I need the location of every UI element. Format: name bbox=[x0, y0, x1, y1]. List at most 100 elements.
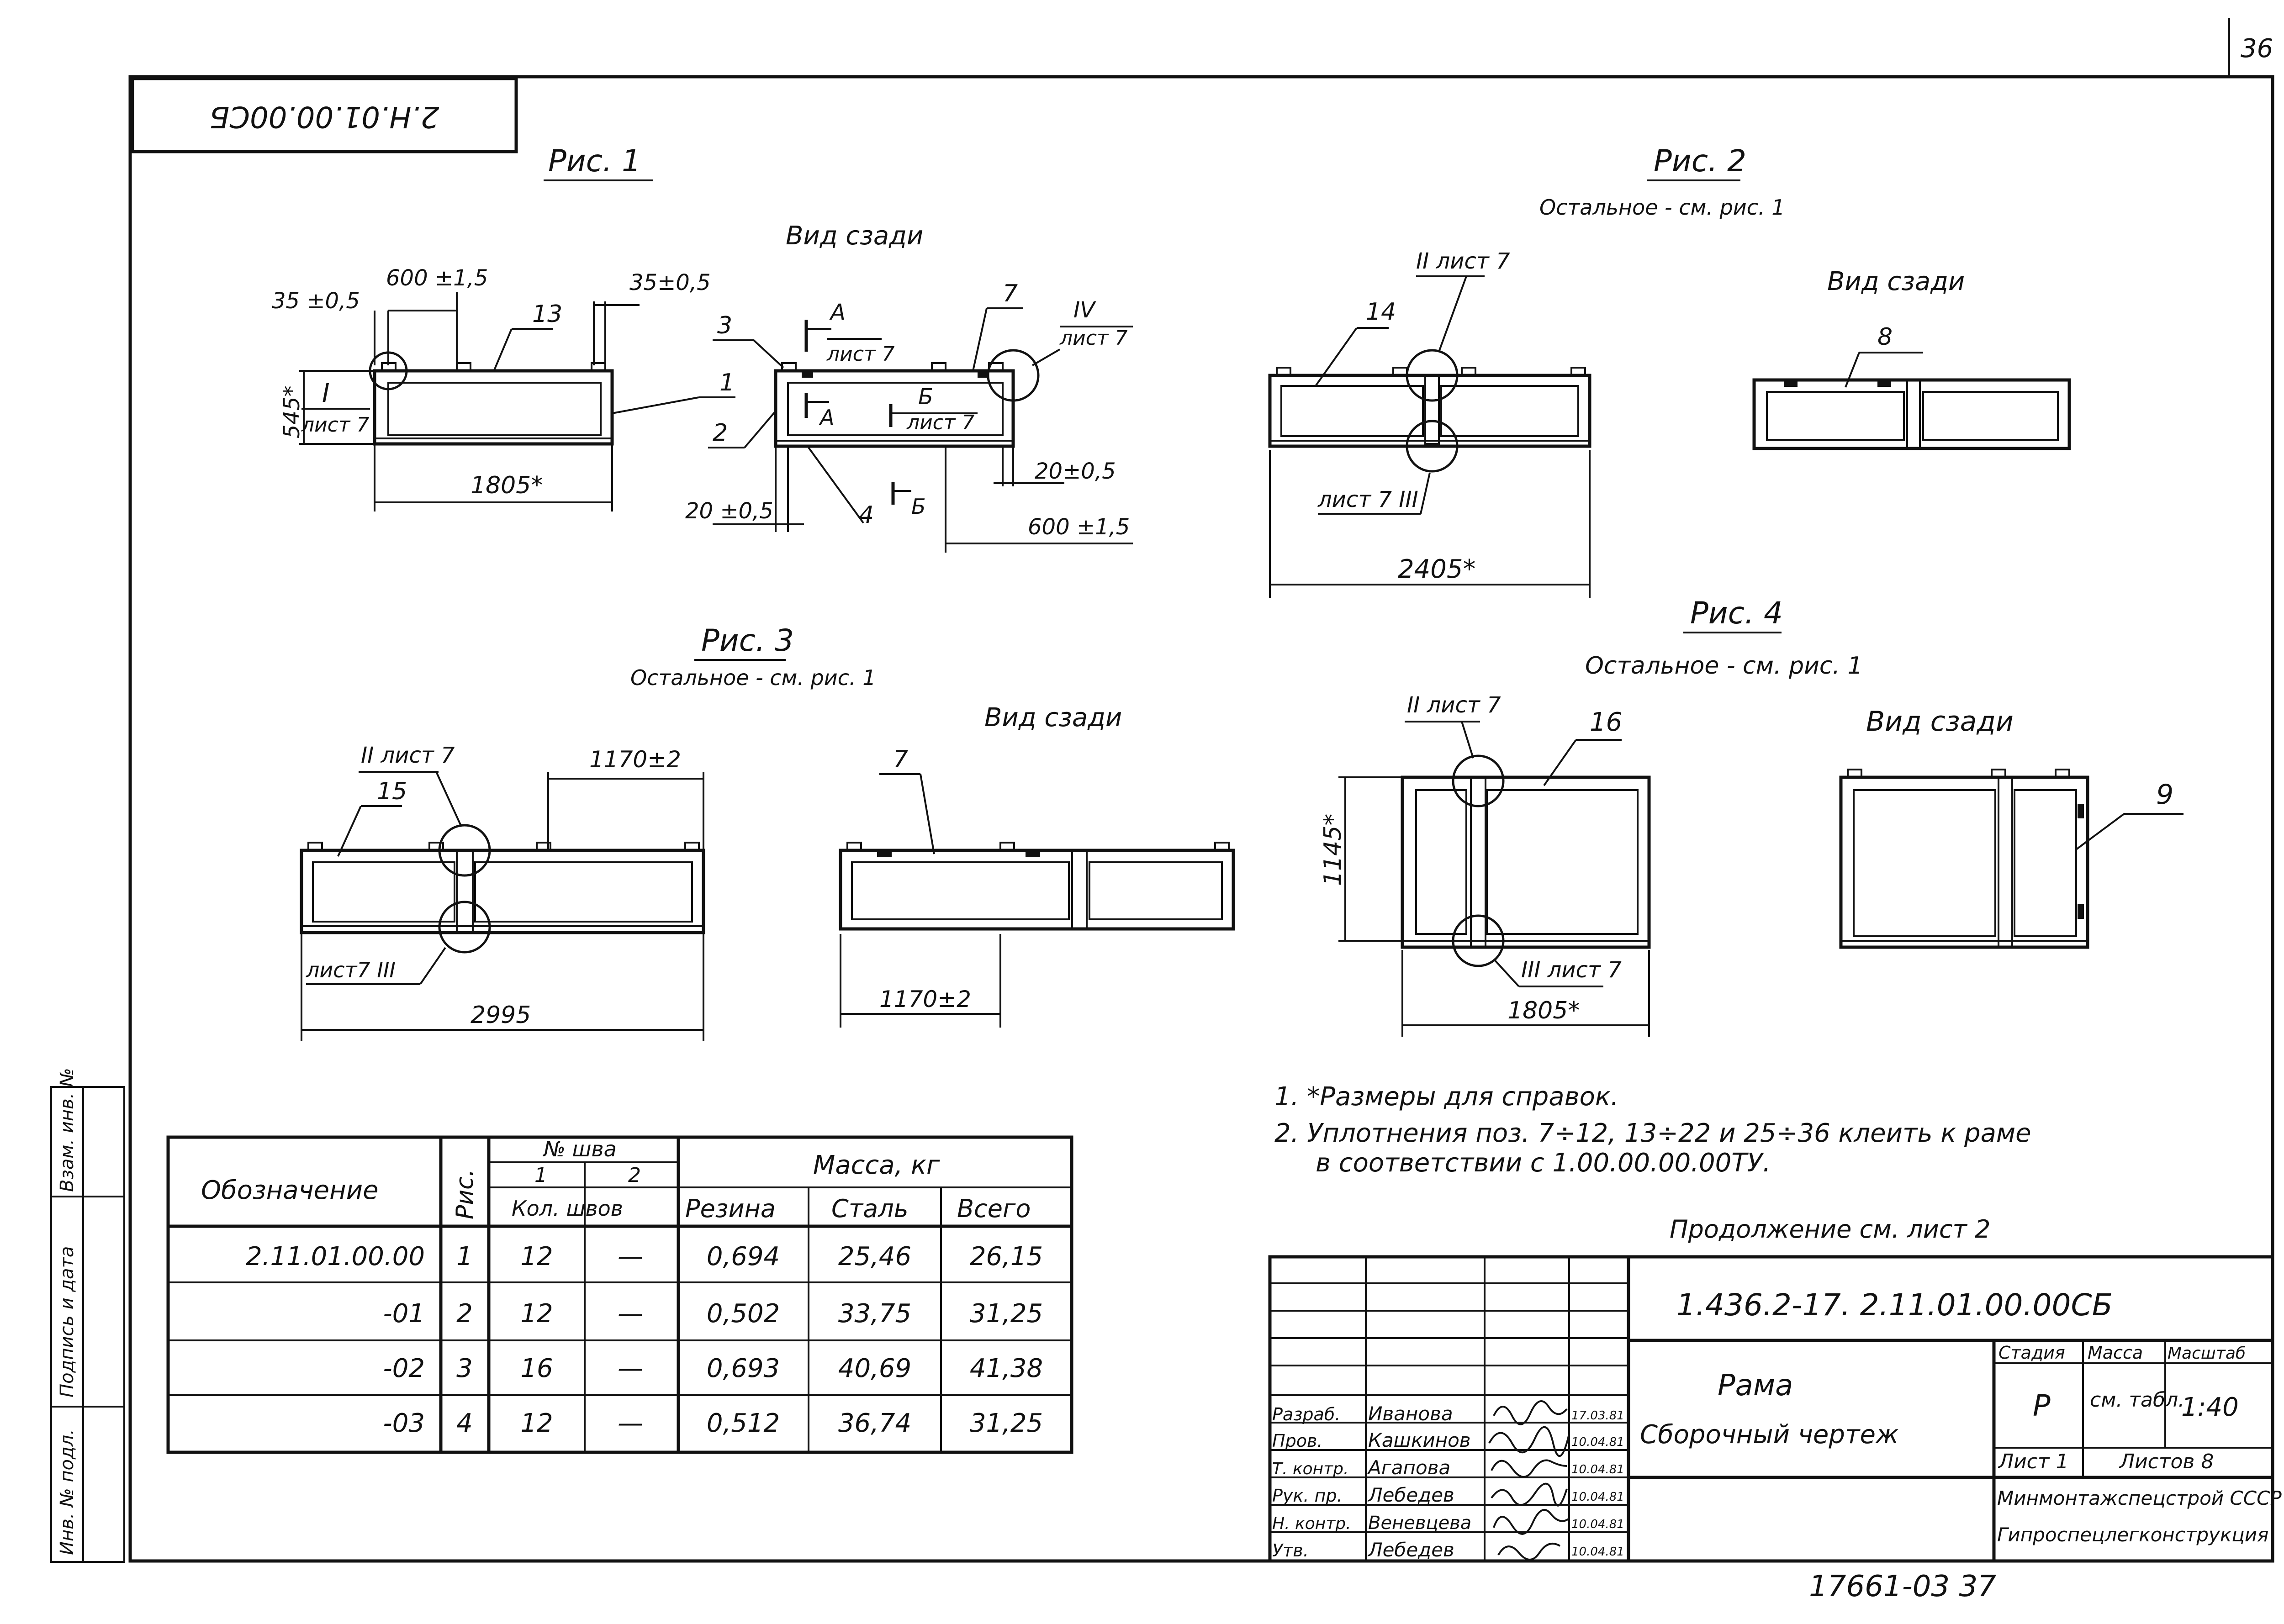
row1-rubber: 0,694 bbox=[707, 1242, 780, 1271]
fig4-frame-front bbox=[1401, 754, 1651, 967]
fig3-subtitle: Остальное - см. рис. 1 bbox=[630, 665, 876, 690]
row4-steel: 36,74 bbox=[838, 1408, 911, 1438]
row1-fig: 1 bbox=[456, 1242, 473, 1271]
fig1-title: Рис. 1 bbox=[548, 143, 641, 179]
fig1-node-IV-sheet: лист 7 bbox=[1059, 327, 1128, 350]
title-mass-label: Масса bbox=[2088, 1343, 2143, 1363]
signer-role: Пров. bbox=[1272, 1431, 1322, 1451]
fig2-title: Рис. 2 bbox=[1654, 143, 1746, 179]
fig3-bottom-ref: лист7 III bbox=[306, 958, 396, 982]
row4-total: 31,25 bbox=[970, 1408, 1043, 1438]
signer-role: Разраб. bbox=[1272, 1404, 1340, 1424]
table-col-weld-count: Кол. швов bbox=[512, 1196, 623, 1221]
row3-rubber: 0,693 bbox=[707, 1354, 780, 1383]
table-col-total: Всего bbox=[957, 1194, 1031, 1223]
row3-w2: — bbox=[618, 1354, 643, 1383]
fig3-top-ref: II лист 7 bbox=[361, 743, 455, 768]
row2-w2: — bbox=[618, 1299, 643, 1329]
signer-role: Т. контр. bbox=[1272, 1460, 1348, 1478]
fig1-dim-600-right: 600 ±1,5 bbox=[1028, 514, 1130, 540]
table-row: -03 4 12 — 0,512 36,74 31,25 bbox=[383, 1408, 1043, 1438]
fig3-frame-front bbox=[300, 824, 705, 954]
fig1-dim-1805: 1805* bbox=[471, 472, 543, 499]
row1-designation: 2.11.01.00.00 bbox=[246, 1242, 425, 1271]
fig1-callout-3: 3 bbox=[717, 312, 732, 339]
fig1-callout-2: 2 bbox=[713, 419, 728, 447]
row4-w1: 12 bbox=[520, 1408, 553, 1438]
fig4-dim-1805: 1805* bbox=[1507, 997, 1580, 1024]
title-block: 1.436.2-17. 2.11.01.00.00СБ Рама Сборочн… bbox=[1268, 1255, 2282, 1563]
title-mass: см. табл. bbox=[2090, 1388, 2184, 1412]
signer-name: Лебедев bbox=[1367, 1539, 1454, 1561]
row1-steel: 25,46 bbox=[838, 1242, 911, 1271]
row2-fig: 2 bbox=[456, 1299, 473, 1329]
fig1-section-B: Б bbox=[918, 384, 933, 410]
fig2-frame-front bbox=[1268, 349, 1591, 473]
fig2-bottom-ref: лист 7 III bbox=[1317, 487, 1418, 512]
note-1: 1. *Размеры для справок. bbox=[1274, 1082, 1619, 1112]
signer-date: 10.04.81 bbox=[1571, 1545, 1624, 1559]
title-org1: Минмонтажспецстрой СССР bbox=[1997, 1487, 2282, 1509]
row1-total: 26,15 bbox=[970, 1242, 1043, 1271]
row3-total: 41,38 bbox=[970, 1354, 1043, 1383]
fig4-subtitle: Остальное - см. рис. 1 bbox=[1585, 652, 1863, 680]
sheet-frame: 36 2.Н.01.00.00СБ bbox=[128, 18, 2274, 1563]
fig2-callout-14: 14 bbox=[1366, 298, 1396, 326]
signer-role: Утв. bbox=[1272, 1540, 1309, 1561]
fig4-top-ref: II лист 7 bbox=[1407, 692, 1501, 718]
row2-w1: 12 bbox=[520, 1299, 553, 1329]
signer-name: Иванова bbox=[1368, 1403, 1453, 1425]
sheet-number: 36 bbox=[2241, 34, 2273, 63]
fig1-view: Вид сзади bbox=[786, 221, 923, 251]
figure-2: Рис. 2 Остальное - см. рис. 1 Вид сзади … bbox=[1268, 143, 2071, 598]
note-2: 2. Уплотнения поз. 7÷12, 13÷22 и 25÷36 к… bbox=[1274, 1118, 2031, 1148]
fig4-callout-16: 16 bbox=[1590, 707, 1622, 737]
fig1-section-A-sheet: лист 7 bbox=[826, 343, 895, 366]
row2-designation: -01 bbox=[383, 1299, 425, 1329]
fig3-dim-1170-bottom: 1170±2 bbox=[879, 986, 971, 1012]
fig4-dim-1145: 1145* bbox=[1319, 814, 1347, 886]
spec-table: Обозначение Рис. № шва 1 2 Кол. швов Мас… bbox=[166, 1135, 1073, 1454]
title-sheet: Лист 1 bbox=[1998, 1450, 2068, 1473]
fig1-node-I: I bbox=[322, 379, 330, 408]
fig1-dim-20-left: 20 ±0,5 bbox=[685, 498, 773, 524]
row1-w1: 12 bbox=[520, 1242, 553, 1271]
fig4-view: Вид сзади bbox=[1866, 706, 2014, 738]
row2-rubber: 0,502 bbox=[707, 1299, 780, 1329]
signer-date: 10.04.81 bbox=[1571, 1518, 1624, 1531]
row4-w2: — bbox=[618, 1408, 643, 1438]
title-scale: 1:40 bbox=[2181, 1392, 2239, 1422]
fig1-frame-side bbox=[774, 349, 1040, 448]
signer-role: Рук. пр. bbox=[1272, 1486, 1343, 1506]
table-col-fig: Рис. bbox=[451, 1169, 479, 1219]
fig1-section-A: А bbox=[829, 300, 846, 325]
note-2-cont: в соответствии с 1.00.00.00.00ТУ. bbox=[1316, 1148, 1771, 1178]
fig3-view: Вид сзади bbox=[984, 703, 1122, 733]
signer-date: 10.04.81 bbox=[1571, 1435, 1624, 1449]
signer-date: 17.03.81 bbox=[1571, 1409, 1624, 1423]
signer-name: Кашкинов bbox=[1368, 1429, 1471, 1451]
title-doc-type: Сборочный чертеж bbox=[1640, 1420, 1898, 1450]
row4-rubber: 0,512 bbox=[707, 1408, 780, 1438]
row3-designation: -02 bbox=[383, 1354, 425, 1383]
fig2-dim-2405: 2405* bbox=[1398, 554, 1476, 584]
title-org2: Гипроспецлегконструкция bbox=[1997, 1524, 2268, 1546]
figure-3: Рис. 3 Остальное - см. рис. 1 Вид сзади … bbox=[300, 623, 1235, 1041]
fig1-section-A-mark: А bbox=[819, 405, 834, 430]
title-sheets: Листов 8 bbox=[2119, 1450, 2214, 1473]
title-stage: Р bbox=[2033, 1389, 2051, 1423]
signer-role: Н. контр. bbox=[1272, 1514, 1351, 1533]
table-col-steel: Сталь bbox=[831, 1194, 909, 1223]
fig1-dim-20-right: 20±0,5 bbox=[1035, 459, 1116, 484]
table-col-weld-2: 2 bbox=[628, 1164, 641, 1187]
fig2-frame-back bbox=[1752, 378, 2071, 450]
fig1-frame-front bbox=[369, 351, 614, 446]
fig1-dimensions: 35 ±0,5 600 ±1,5 35±0,5 545* 1805* 13 1 … bbox=[272, 265, 735, 511]
notes: 1. *Размеры для справок. 2. Уплотнения п… bbox=[1274, 1082, 2031, 1244]
signer-name: Агапова bbox=[1367, 1456, 1450, 1479]
fig1-section-B-mark: Б bbox=[911, 494, 926, 519]
table-col-mass: Масса, кг bbox=[813, 1150, 940, 1180]
fig3-callout-15: 15 bbox=[377, 778, 407, 805]
fig4-bottom-ref: III лист 7 bbox=[1521, 957, 1622, 983]
fig1-callout-13: 13 bbox=[532, 301, 562, 328]
